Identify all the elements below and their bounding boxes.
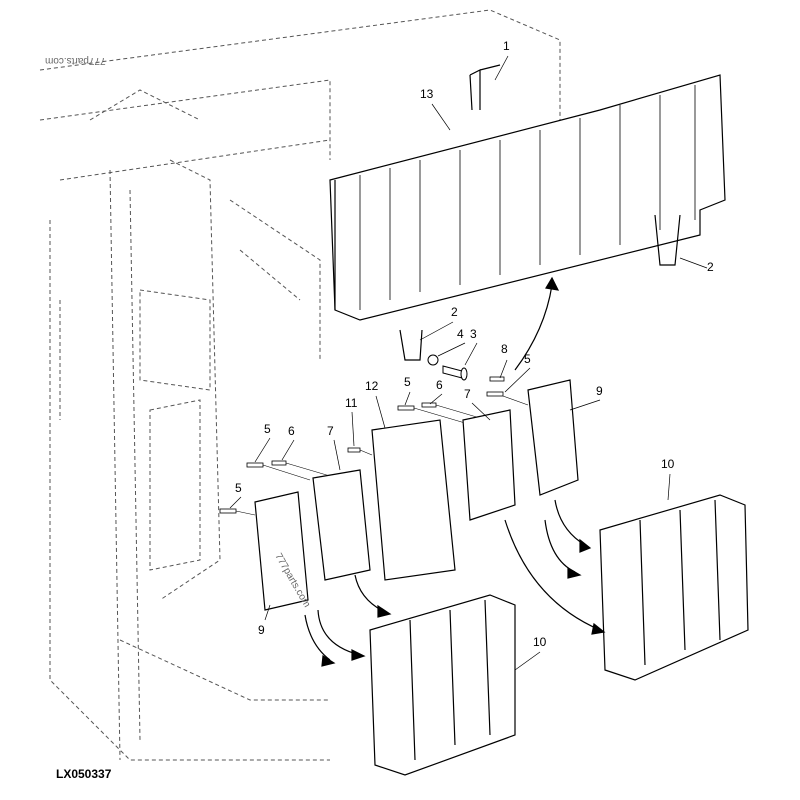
callout-7: 7 <box>327 424 334 438</box>
terminal-leads <box>235 395 529 516</box>
watermark: 777parts.com <box>45 55 106 66</box>
callout-1: 1 <box>503 39 510 53</box>
callout-6: 6 <box>436 378 443 392</box>
callout-10: 10 <box>661 457 675 471</box>
callout-4: 4 <box>457 327 464 341</box>
callout-5: 5 <box>264 422 271 436</box>
relay-block-13 <box>329 74 726 321</box>
callout-2: 2 <box>707 260 714 274</box>
callout-5: 5 <box>235 481 242 495</box>
terminals <box>219 376 505 514</box>
callout-7: 7 <box>464 387 471 401</box>
callout-8: 8 <box>501 342 508 356</box>
callout-5: 5 <box>404 375 411 389</box>
modules <box>254 379 579 611</box>
callout-9: 9 <box>258 623 265 637</box>
clips <box>399 64 681 361</box>
callout-10: 10 <box>533 635 547 649</box>
callout-9: 9 <box>596 384 603 398</box>
callout-3: 3 <box>470 327 477 341</box>
frames-10 <box>369 494 749 776</box>
callout-11: 11 <box>345 396 358 410</box>
washer-and-screw <box>427 354 468 381</box>
callout-6: 6 <box>288 424 295 438</box>
assembly-arrows <box>304 276 606 667</box>
background-structure <box>39 9 561 761</box>
callout-2: 2 <box>451 305 458 319</box>
leader-lines <box>229 55 708 671</box>
callout-5: 5 <box>524 352 531 366</box>
callout-13: 13 <box>420 87 434 101</box>
callout-12: 12 <box>365 379 379 393</box>
diagram-code: LX050337 <box>56 767 112 781</box>
